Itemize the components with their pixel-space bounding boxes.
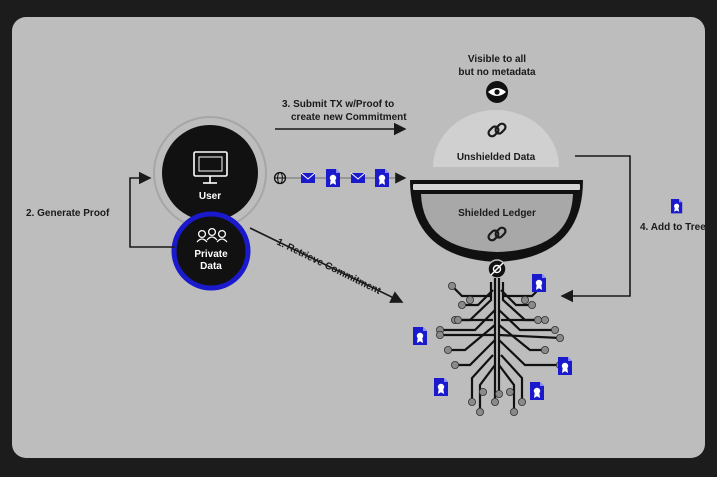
circuit-trace [500, 354, 524, 400]
circuit-node [490, 397, 499, 406]
circuit-node [447, 281, 456, 290]
tree-certificate-icon [558, 357, 572, 375]
add-tree-certificate-icon [671, 199, 683, 214]
eye-icon [486, 81, 508, 103]
private-label-line1: Private [194, 249, 228, 260]
user-label: User [199, 191, 221, 202]
tree-certificate-icon [434, 378, 448, 396]
circuit-trace [451, 285, 491, 298]
shielded-ledger-bowl: Shielded Ledger [410, 180, 583, 262]
unshielded-data-dome: Unshielded Data [433, 110, 559, 167]
diagram-panel [12, 17, 705, 458]
circuit-node [450, 360, 459, 369]
circuit-node [541, 315, 550, 324]
certificate-icon [326, 169, 340, 187]
retrieve-arrow [249, 227, 404, 303]
generate-proof-label: 2. Generate Proof [26, 208, 110, 219]
tree-certificate-icon [413, 327, 427, 345]
circuit-trace [498, 324, 545, 352]
circuit-trace [470, 354, 494, 400]
circuit-node [435, 330, 444, 339]
circuit-node [521, 295, 530, 304]
shielded-label: Shielded Ledger [458, 208, 536, 219]
tree-certificate-icon [530, 382, 544, 400]
circuit-node [494, 389, 503, 398]
circuit-trace [498, 309, 555, 332]
circuit-node [457, 300, 466, 309]
private-data-node: Private Data [171, 211, 251, 291]
circuit-node [509, 407, 518, 416]
circuit-node [528, 300, 537, 309]
circuit-node [541, 345, 550, 354]
user-node: User [162, 125, 258, 221]
envelope-icon [300, 172, 316, 183]
merkle-tree-circuit [435, 278, 565, 416]
unshielded-label: Unshielded Data [457, 152, 536, 163]
circuit-trace [498, 339, 560, 367]
circuit-node [505, 387, 514, 396]
circuit-trace [478, 364, 496, 410]
submit-label-line1: 3. Submit TX w/Proof to [282, 99, 394, 110]
add-tree-label: 4. Add to Tree [640, 222, 706, 233]
users-icon [196, 227, 228, 243]
circuit-node [453, 315, 462, 324]
circuit-node [467, 397, 476, 406]
private-label-line2: Data [200, 261, 222, 272]
circuit-node [478, 387, 487, 396]
circuit-node [475, 407, 484, 416]
envelope-icon [350, 172, 366, 183]
circuit-trace [448, 324, 496, 352]
circuit-trace [455, 339, 496, 367]
submit-label-line2: create new Commitment [291, 112, 407, 123]
circuit-node [443, 345, 452, 354]
certificate-icon [375, 169, 389, 187]
globe-icon [273, 171, 287, 185]
generate-proof-arrow [129, 171, 175, 248]
circuit-trace [440, 309, 496, 332]
add-to-tree-arrow [560, 155, 631, 303]
hidden-eye-icon [487, 259, 507, 279]
visible-label-line2: but no metadata [458, 67, 536, 78]
circuit-trace [498, 364, 516, 410]
circuit-node [551, 325, 560, 334]
visible-label-line1: Visible to all [468, 54, 526, 65]
circuit-trace [498, 333, 561, 340]
monitor-icon [193, 151, 228, 184]
circuit-node [534, 315, 543, 324]
circuit-node [465, 295, 474, 304]
tree-certificate-icon [532, 274, 546, 292]
retrieve-label: 1. Retrieve Commitment [275, 237, 383, 297]
circuit-node [518, 397, 527, 406]
circuit-node [556, 333, 565, 342]
